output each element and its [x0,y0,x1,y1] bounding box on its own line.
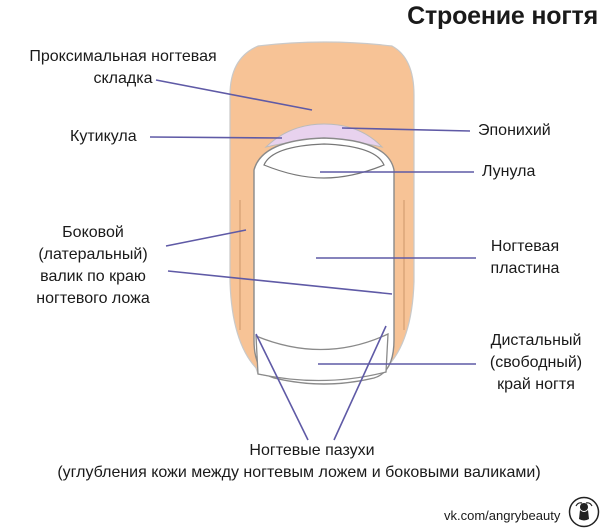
label-sinuses: Ногтевые пазухи [249,442,375,459]
label-proximal-fold: Проксимальная ногтевая складка [29,48,217,87]
leader-eponychium [341,127,471,132]
label-lateral-fold: Боковой (латеральный) валик по краю ногт… [36,224,150,307]
footer-link[interactable]: vk.com/angrybeauty [444,508,561,523]
leader-cuticle [149,136,283,139]
leader-proximal-fold [155,79,313,111]
label-free-edge: Дистальный (свободный) край ногтя [489,332,583,393]
label-lunula: Лунула [482,163,536,180]
free-edge-shape [255,332,389,382]
page-title: Строение ногтя [407,2,598,30]
label-eponychium: Эпонихий [478,122,551,139]
leader-lateral-fold-bed [167,270,393,295]
label-cuticle: Кутикула [70,128,137,145]
lunula-shape [263,143,385,179]
leader-lateral-fold [165,229,247,247]
label-nail-plate: Ногтевая пластина [490,238,560,277]
leader-sinus-right [333,325,387,441]
label-sinuses-note: (углубления кожи между ногтевым ложем и … [57,464,541,481]
leader-sinus-left [255,333,309,441]
nail-plate-shape [253,137,395,385]
brand-logo-icon [568,496,600,528]
